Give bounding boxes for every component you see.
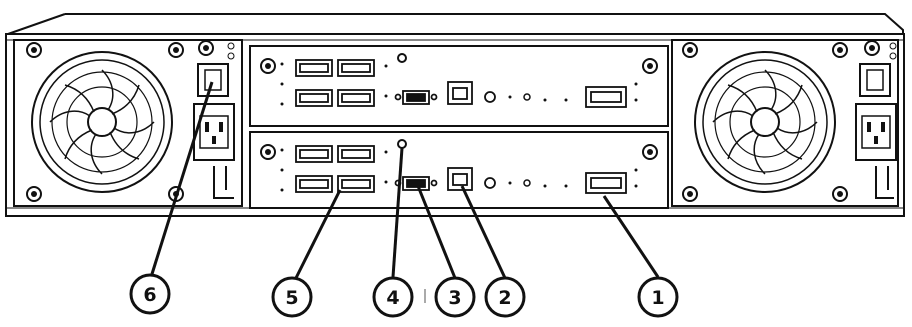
callout-4: 4 bbox=[372, 276, 414, 318]
cable-clip bbox=[875, 166, 894, 199]
power-inlet-icon bbox=[193, 103, 235, 161]
serial-port-icon[interactable] bbox=[394, 176, 438, 191]
power-switch-icon[interactable] bbox=[859, 63, 891, 97]
callout-5-label: 5 bbox=[285, 287, 298, 309]
expansion-port-icon[interactable] bbox=[585, 172, 627, 194]
ethernet-port-icon[interactable] bbox=[447, 81, 473, 105]
expansion-port-icon[interactable] bbox=[585, 86, 627, 108]
power-inlet-icon bbox=[855, 103, 897, 161]
callout-1: 1 bbox=[637, 276, 679, 318]
ethernet-port-icon[interactable] bbox=[447, 167, 473, 191]
top-controller-module bbox=[249, 45, 669, 127]
fan-icon bbox=[694, 51, 836, 193]
leader-line-4 bbox=[391, 147, 404, 278]
callout-2-label: 2 bbox=[498, 287, 511, 309]
callout-3: 3 bbox=[434, 276, 476, 318]
leader-line-3 bbox=[416, 185, 457, 279]
sas-port-icon[interactable] bbox=[295, 59, 375, 107]
callout-6: 6 bbox=[129, 273, 171, 315]
status-led-icon bbox=[484, 177, 496, 189]
power-switch-icon[interactable] bbox=[197, 63, 229, 97]
leader-line-5 bbox=[294, 189, 342, 279]
reset-button-icon[interactable] bbox=[397, 139, 407, 149]
fan-icon bbox=[31, 51, 173, 193]
right-power-supply bbox=[671, 39, 899, 207]
bottom-controller-module bbox=[249, 131, 669, 209]
leader-line-2 bbox=[460, 185, 507, 279]
leader-line-6 bbox=[150, 81, 214, 275]
callout-1-label: 1 bbox=[651, 287, 664, 309]
callout-leader-lines bbox=[150, 81, 660, 279]
serial-port-icon[interactable] bbox=[394, 90, 438, 105]
cable-clip bbox=[213, 166, 234, 199]
callout-6-label: 6 bbox=[143, 284, 156, 306]
callout-3-label: 3 bbox=[448, 287, 461, 309]
status-led-icon bbox=[484, 91, 496, 103]
left-power-supply bbox=[13, 39, 243, 207]
leader-line-1 bbox=[602, 195, 660, 278]
callout-5: 5 bbox=[271, 276, 313, 318]
callout-2: 2 bbox=[484, 276, 526, 318]
callout-4-label: 4 bbox=[386, 287, 399, 309]
sas-port-icon[interactable] bbox=[295, 145, 375, 193]
